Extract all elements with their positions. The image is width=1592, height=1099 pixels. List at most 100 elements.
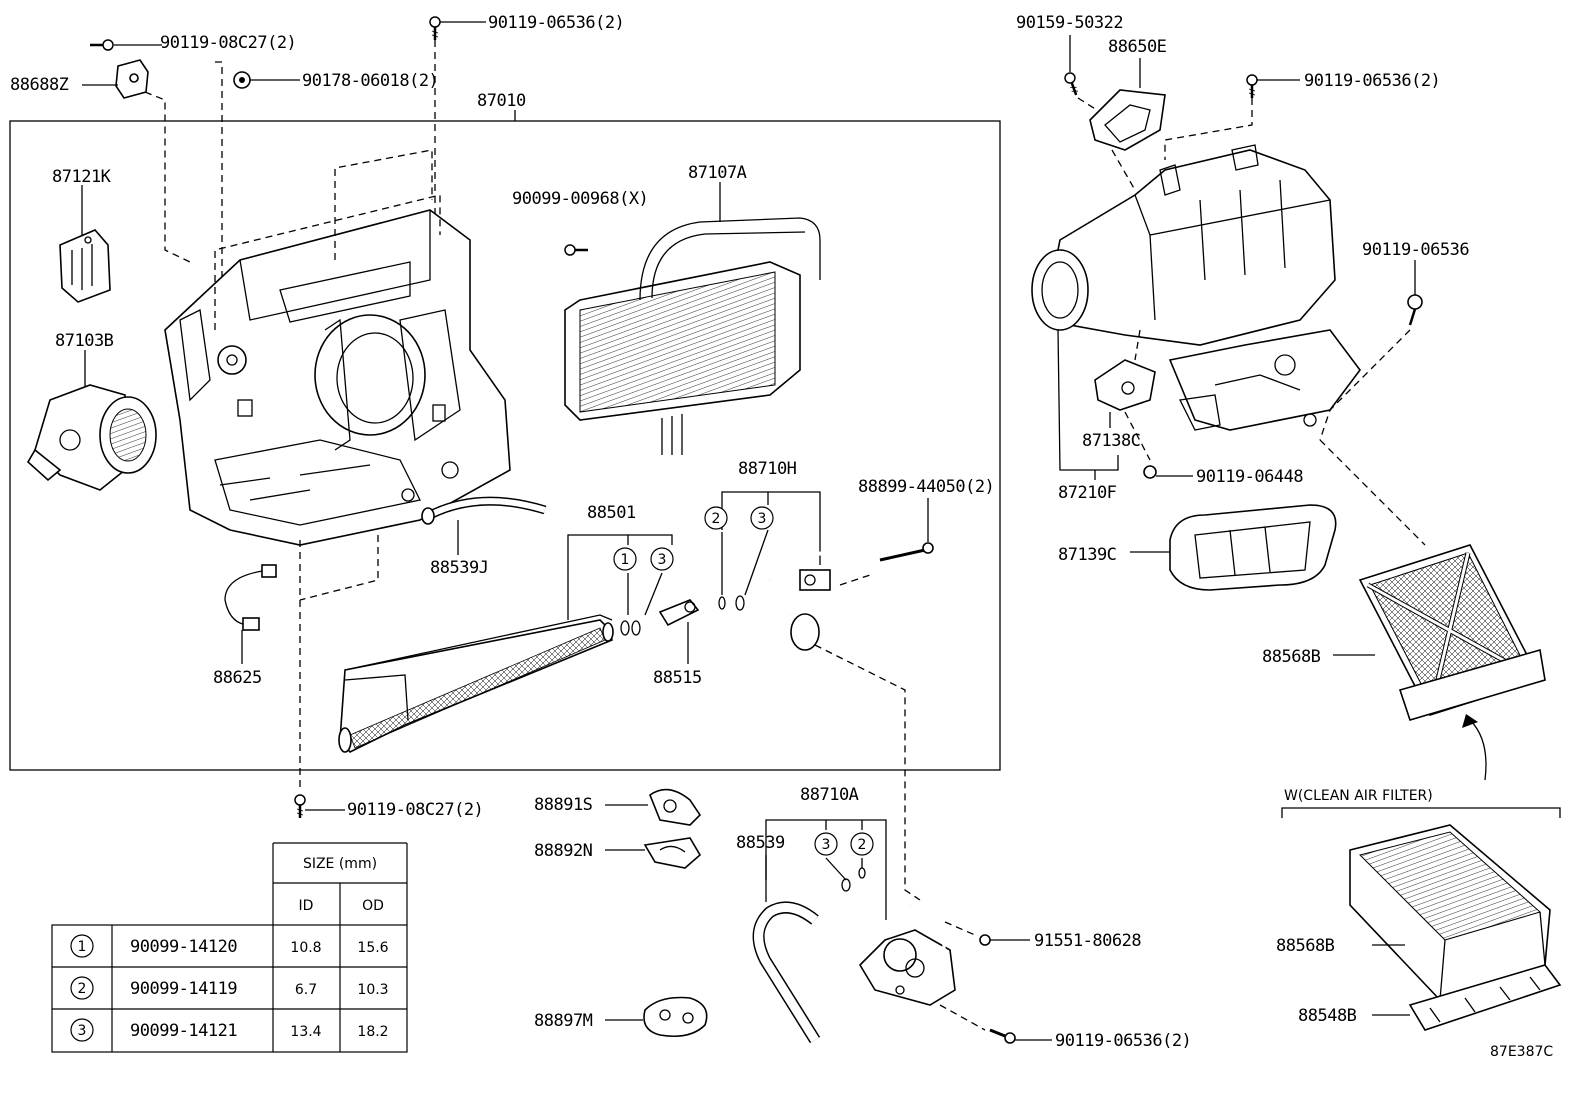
resistor-88650e-icon (1089, 89, 1166, 151)
label-90159-50322: 90159-50322 (1016, 13, 1123, 33)
bolt-top-icon (428, 15, 442, 42)
label-90119-08c27-b: 90119-08C27(2) (347, 800, 483, 820)
label-88891s: 88891S (534, 795, 593, 815)
label-88539: 88539 (736, 833, 785, 853)
callout-88710h-3: 3 (750, 506, 774, 530)
table-col-id: ID (299, 898, 314, 914)
label-88688z: 88688Z (10, 75, 69, 95)
label-88548b: 88548B (1298, 1006, 1357, 1026)
nut-90178-icon (233, 71, 251, 89)
bolt-91551-icon (979, 934, 991, 946)
clip-90099-00968-icon (563, 243, 590, 257)
svg-text:13.4: 13.4 (290, 1024, 321, 1040)
clamp-88892n-icon (643, 837, 702, 869)
label-88899-44050: 88899-44050(2) (858, 477, 994, 497)
svg-text:1: 1 (621, 552, 630, 568)
bolt-90119-06536-bottom-icon (989, 1028, 1016, 1044)
svg-text:2: 2 (858, 837, 867, 853)
label-90178-06018: 90178-06018(2) (302, 71, 438, 91)
bolt-icon (88, 38, 115, 52)
svg-text:2: 2 (78, 981, 87, 997)
label-87138c: 87138C (1082, 431, 1140, 451)
label-88650e: 88650E (1108, 37, 1167, 57)
label-88568b-b: 88568B (1276, 936, 1335, 956)
bracket-88688z-icon (115, 59, 149, 99)
filter-88568b-clean-icon (1349, 824, 1551, 1001)
evaporator-88501-icon (338, 614, 614, 753)
label-87010: 87010 (477, 91, 526, 111)
hose-88539j-icon (421, 496, 547, 525)
svg-text:15.6: 15.6 (357, 940, 388, 956)
label-87121k: 87121K (52, 167, 112, 187)
blower-housing-87010-icon (164, 209, 511, 546)
grommet-88897m-icon (643, 996, 708, 1038)
bolt-90119-06536-r1-icon (1245, 73, 1259, 100)
table-row: 1 90099-14120 10.8 15.6 (70, 934, 389, 958)
label-88515: 88515 (653, 668, 702, 688)
svg-text:90099-14120: 90099-14120 (130, 937, 237, 957)
table-col-od: OD (362, 898, 384, 914)
hose-88539-icon (752, 901, 821, 1044)
filter-88568b-icon (1358, 544, 1546, 721)
svg-text:10.8: 10.8 (290, 940, 321, 956)
label-87139c: 87139C (1058, 545, 1116, 565)
callout-88710a-3: 3 (814, 832, 838, 856)
callout-88501-3: 3 (650, 547, 674, 571)
table-row: 2 90099-14119 6.7 10.3 (70, 976, 389, 1000)
svg-text:6.7: 6.7 (295, 982, 317, 998)
label-87103b: 87103B (55, 331, 114, 351)
diagram-id: 87E387C (1490, 1044, 1553, 1060)
callout-88501-1: 1 (613, 547, 637, 571)
label-88501: 88501 (587, 503, 636, 523)
pipe-88710a-icon (858, 900, 956, 1006)
bolt-90119-06536-r2-icon (1407, 294, 1423, 326)
label-90119-06536-r1: 90119-06536(2) (1304, 71, 1440, 91)
heater-core-87107a-icon (564, 217, 821, 455)
bracket-87121k-icon (59, 229, 111, 303)
label-88710a: 88710A (800, 785, 859, 805)
label-88568b-a: 88568B (1262, 647, 1321, 667)
clamp-88891s-icon (649, 788, 702, 826)
svg-text:1: 1 (78, 939, 87, 955)
label-88625: 88625 (213, 668, 262, 688)
blower-motor-87103b-icon (26, 384, 157, 491)
bolt-90159-icon (1062, 70, 1083, 98)
size-table (51, 842, 408, 1053)
callout-88710h-2: 2 (704, 506, 728, 530)
svg-text:3: 3 (758, 511, 767, 527)
table-header-size: SIZE (mm) (303, 856, 377, 872)
filter-cover-87139c-icon (1169, 504, 1337, 591)
svg-text:18.2: 18.2 (357, 1024, 388, 1040)
table-row: 3 90099-14121 13.4 18.2 (70, 1018, 389, 1042)
svg-text:3: 3 (822, 837, 831, 853)
label-88710h: 88710H (738, 459, 797, 479)
bolt-bottom-icon (293, 793, 307, 820)
label-clean-air-filter: W(CLEAN AIR FILTER) (1284, 788, 1433, 804)
label-90119-06448: 90119-06448 (1196, 467, 1303, 487)
label-90119-06536-r2: 90119-06536 (1362, 240, 1469, 260)
intake-housing-87210f-icon (1031, 144, 1361, 431)
sensor-88625-icon (224, 564, 277, 631)
actuator-87138c-icon (1094, 359, 1156, 411)
callout-88710a-2: 2 (850, 832, 874, 856)
assembly-frame (9, 120, 1001, 771)
bolt-88899-icon (879, 542, 934, 562)
svg-text:90099-14119: 90099-14119 (130, 979, 237, 999)
label-90119-08c27-a: 90119-08C27(2) (160, 33, 296, 53)
label-88539j: 88539J (430, 558, 488, 578)
svg-text:90099-14121: 90099-14121 (130, 1021, 237, 1041)
label-87210f: 87210F (1058, 483, 1117, 503)
label-90099-00968: 90099-00968(X) (512, 189, 648, 209)
bolt-90119-06448-icon (1143, 465, 1157, 479)
filter-cover-88548b-icon (1408, 964, 1562, 1031)
label-91551-80628: 91551-80628 (1034, 931, 1141, 951)
svg-text:3: 3 (78, 1023, 87, 1039)
label-90119-06536-bottom: 90119-06536(2) (1055, 1031, 1191, 1051)
svg-text:2: 2 (712, 511, 721, 527)
label-88897m: 88897M (534, 1011, 593, 1031)
arrow-icon (1462, 714, 1487, 781)
label-90119-06536-top: 90119-06536(2) (488, 13, 624, 33)
svg-text:3: 3 (658, 552, 667, 568)
expansion-valve-88515-icon (658, 599, 700, 627)
